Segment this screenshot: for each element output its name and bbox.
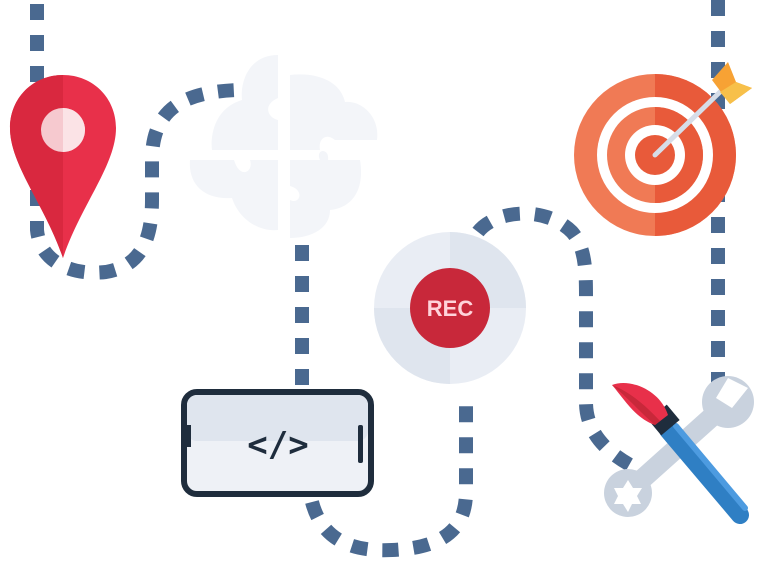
path-segment-left: [30, 4, 239, 280]
arrow-shaft: [652, 87, 725, 158]
puzzle-brain-icon: [189, 55, 378, 238]
phone-code-icon: </>: [181, 389, 374, 497]
record-button[interactable]: REC: [374, 232, 526, 384]
code-symbol: </>: [247, 425, 308, 465]
rec-label: REC: [427, 296, 474, 321]
path-segment-phone-rec: [305, 392, 473, 558]
location-pin-icon: [10, 75, 116, 258]
paintbrush-icon: [612, 383, 749, 524]
path-segment-rec-tools: [472, 206, 636, 473]
target-icon: [574, 62, 752, 236]
